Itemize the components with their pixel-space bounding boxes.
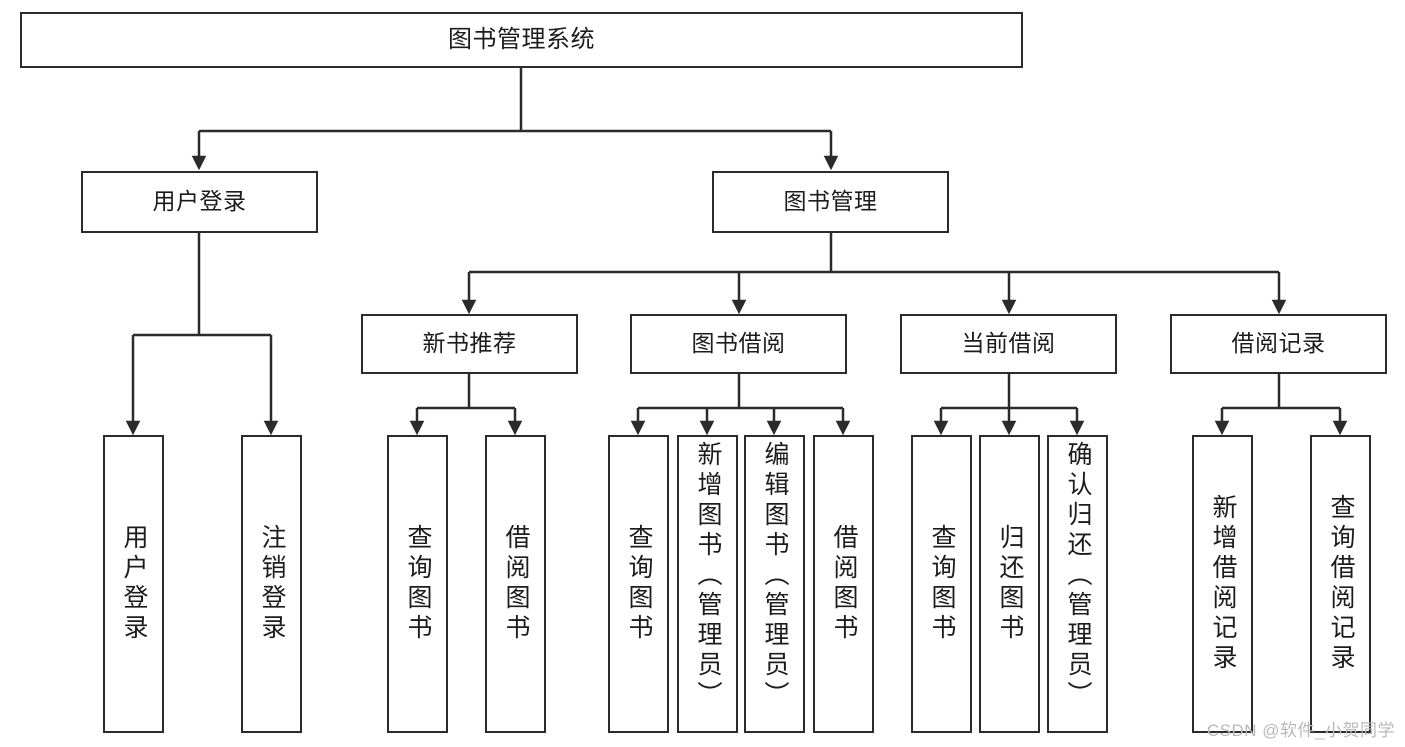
node-current-borrow[interactable]: 当前借阅 — [900, 314, 1117, 374]
leaf-user-login-login[interactable]: 用户登录 — [103, 435, 164, 733]
node-user-login[interactable]: 用户登录 — [81, 171, 318, 233]
leaf-new-book-query[interactable]: 查询图书 — [387, 435, 448, 733]
node-borrow-records-label: 借阅记录 — [1231, 330, 1326, 357]
leaf-current-confirm-return-label: 确认归还（管理员） — [1064, 441, 1092, 711]
leaf-records-add-record-label: 新增借阅记录 — [1209, 494, 1237, 674]
node-root[interactable]: 图书管理系统 — [20, 12, 1023, 68]
leaf-user-login-login-label: 用户登录 — [120, 524, 148, 644]
leaf-user-login-logout-label: 注销登录 — [258, 524, 286, 644]
watermark: CSDN @软件_小贺同学 — [1206, 721, 1395, 740]
leaf-borrow-borrow-book[interactable]: 借阅图书 — [813, 435, 874, 733]
leaf-current-query-book-label: 查询图书 — [928, 524, 956, 644]
leaf-current-query-book[interactable]: 查询图书 — [911, 435, 972, 733]
node-book-borrow-label: 图书借阅 — [691, 330, 786, 357]
node-root-label: 图书管理系统 — [448, 25, 595, 53]
node-book-borrow[interactable]: 图书借阅 — [630, 314, 847, 374]
leaf-borrow-edit-book[interactable]: 编辑图书（管理员） — [744, 435, 805, 733]
node-book-management-label: 图书管理 — [783, 188, 878, 215]
leaf-borrow-query-book[interactable]: 查询图书 — [608, 435, 669, 733]
node-new-book-recommend[interactable]: 新书推荐 — [361, 314, 578, 374]
leaf-records-add-record[interactable]: 新增借阅记录 — [1192, 435, 1253, 733]
leaf-current-return-book[interactable]: 归还图书 — [979, 435, 1040, 733]
leaf-borrow-add-book-label: 新增图书（管理员） — [694, 441, 722, 711]
node-new-book-recommend-label: 新书推荐 — [422, 330, 517, 357]
leaf-current-return-book-label: 归还图书 — [996, 524, 1024, 644]
leaf-new-book-borrow[interactable]: 借阅图书 — [485, 435, 546, 733]
leaf-borrow-add-book[interactable]: 新增图书（管理员） — [677, 435, 738, 733]
leaf-borrow-borrow-book-label: 借阅图书 — [830, 524, 858, 644]
leaf-records-query-record-label: 查询借阅记录 — [1327, 494, 1355, 674]
node-borrow-records[interactable]: 借阅记录 — [1170, 314, 1387, 374]
leaf-borrow-query-book-label: 查询图书 — [625, 524, 653, 644]
node-book-management[interactable]: 图书管理 — [712, 171, 949, 233]
node-current-borrow-label: 当前借阅 — [961, 330, 1056, 357]
leaf-current-confirm-return[interactable]: 确认归还（管理员） — [1047, 435, 1108, 733]
node-user-login-label: 用户登录 — [152, 188, 247, 215]
leaf-user-login-logout[interactable]: 注销登录 — [241, 435, 302, 733]
leaf-records-query-record[interactable]: 查询借阅记录 — [1310, 435, 1371, 733]
leaf-new-book-query-label: 查询图书 — [404, 524, 432, 644]
leaf-new-book-borrow-label: 借阅图书 — [502, 524, 530, 644]
leaf-borrow-edit-book-label: 编辑图书（管理员） — [761, 441, 789, 711]
